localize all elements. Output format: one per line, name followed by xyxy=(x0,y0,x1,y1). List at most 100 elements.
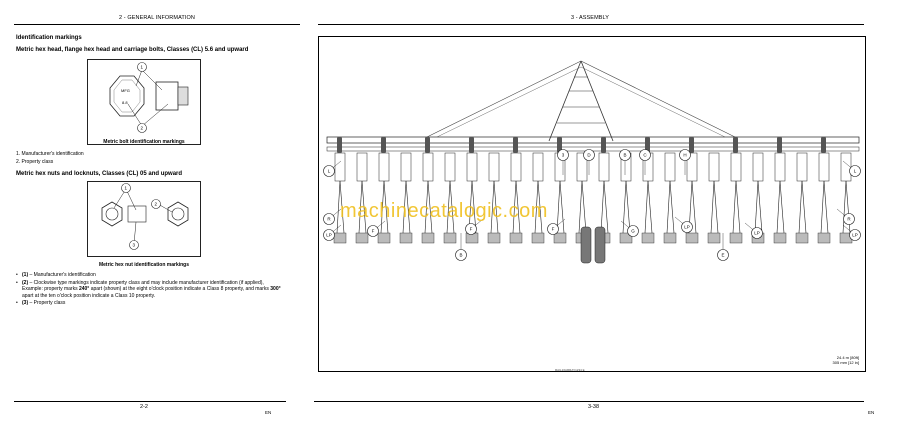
callout-bubble xyxy=(639,149,651,161)
row-unit xyxy=(509,152,523,244)
callout-label: F xyxy=(552,227,555,232)
item-emphasis: 240° xyxy=(78,286,90,293)
nut-figure-caption: Metric hex nut identification markings xyxy=(98,262,189,268)
callout-bubble xyxy=(717,249,729,261)
callout-label: 3 xyxy=(562,153,565,158)
header-rule xyxy=(318,24,864,25)
row-unit xyxy=(465,152,479,244)
callout-label: B xyxy=(623,153,626,158)
callout-bubble xyxy=(751,227,763,239)
gauge-wheel xyxy=(689,137,694,153)
callout-bubble xyxy=(681,221,693,233)
callout-label: F xyxy=(372,229,375,234)
row-unit xyxy=(399,152,413,244)
item-number: (1) xyxy=(22,272,29,278)
item-text: – Clockwise type markings indicate prope… xyxy=(22,279,264,293)
nut-bullet-list: • (1) – Manufacturer's identification • … xyxy=(16,272,286,308)
callout-bubble xyxy=(547,223,559,235)
callout-label: F xyxy=(470,227,473,232)
bolt-heading: Metric hex head, flange hex head and car… xyxy=(16,47,249,53)
left-page-header: 2 - GENERAL INFORMATION xyxy=(119,15,195,21)
gauge-wheel xyxy=(381,137,386,153)
nut-figure: 1 2 3 xyxy=(87,181,201,257)
bolt-mfg-mark: MFG xyxy=(121,88,130,93)
gauge-wheel xyxy=(557,137,562,153)
row-unit xyxy=(355,152,369,244)
gauge-wheel xyxy=(513,137,518,153)
item-number: (2) xyxy=(22,279,29,286)
list-item: 2. Property class xyxy=(16,158,54,165)
scale-legend: 24.4 m [80ft] 305 mm [12 in] xyxy=(833,355,859,365)
watermark: machinecatalogic.com xyxy=(340,200,548,222)
callout-label: L xyxy=(328,169,331,174)
callout-label: LP xyxy=(684,225,690,230)
callout-label: LP xyxy=(326,233,332,238)
callout-label: R xyxy=(847,217,851,222)
gauge-wheel xyxy=(469,137,474,153)
callout-label: R xyxy=(327,217,331,222)
callout-label: LP xyxy=(754,231,760,236)
gauge-wheel xyxy=(733,137,738,153)
row-unit xyxy=(641,152,655,244)
row-unit xyxy=(377,152,391,244)
callout-label: B xyxy=(459,253,462,258)
row-unit xyxy=(663,152,677,244)
callout-bubble xyxy=(849,229,861,241)
row-unit xyxy=(773,152,787,244)
callout-label: H xyxy=(683,153,686,158)
gauge-wheel xyxy=(777,137,782,153)
list-item: 1. Manufacturer's identification xyxy=(16,151,84,157)
callout-bubble xyxy=(465,223,477,235)
callout-bubble xyxy=(367,225,379,237)
bolt-figure-caption: Metric bolt identification markings xyxy=(103,139,185,145)
item-emphasis: 300° xyxy=(270,286,281,293)
bullet-dot: • xyxy=(16,300,18,307)
callout-bubble xyxy=(627,225,639,237)
left-page-number: 2-2 xyxy=(140,404,148,410)
item-text: – Manufacturer's identification xyxy=(28,272,96,278)
callout-bubble xyxy=(843,213,855,225)
callout-bubble xyxy=(679,149,691,161)
callout-label: D xyxy=(587,153,591,158)
header-rule xyxy=(14,24,300,25)
nut-callout-3: 3 xyxy=(133,243,136,248)
right-language-code: EN xyxy=(868,410,875,415)
item-text: apart (shown) at the eight o'clock posit… xyxy=(89,286,271,293)
row-unit xyxy=(707,152,721,244)
footer-rule xyxy=(14,401,286,402)
callout-label: E xyxy=(721,253,724,258)
figure-reference: RAIL16ARRAY1234 E xyxy=(555,368,585,372)
nut-callout-2: 2 xyxy=(155,202,158,207)
row-unit xyxy=(443,152,457,244)
gauge-wheel xyxy=(601,137,606,153)
row-unit xyxy=(795,152,809,244)
callout-bubble xyxy=(323,165,335,177)
row-unit xyxy=(729,152,743,244)
footer-rule xyxy=(314,401,864,402)
callout-bubble xyxy=(455,249,467,261)
gauge-wheel xyxy=(645,137,650,153)
row-unit xyxy=(531,152,545,244)
list-item: • (2) – Clockwise type markings indicate… xyxy=(16,280,286,300)
legend-line: 24.4 m [80ft] xyxy=(836,355,859,360)
section-title: Identification markings xyxy=(16,35,82,41)
planter-row-units xyxy=(333,137,853,244)
bullet-dot: • xyxy=(16,272,18,278)
row-unit xyxy=(839,152,853,244)
bolt-callout-2: 2 xyxy=(141,126,144,131)
nut-heading: Metric hex nuts and locknuts, Classes (C… xyxy=(16,171,183,177)
bolt-legend-list: 1. Manufacturer's identification 2. Prop… xyxy=(16,151,84,166)
item-text: apart at the ten o'clock position indica… xyxy=(22,292,156,299)
callout-label: C xyxy=(643,153,647,158)
item-number: (3) xyxy=(22,300,29,307)
item-text: – Property class xyxy=(28,300,66,307)
bolt-class-mark: 8.8 xyxy=(122,100,128,105)
right-page-header: 3 - ASSEMBLY xyxy=(570,15,610,21)
left-language-code: EN xyxy=(265,410,272,415)
callout-bubble xyxy=(557,149,569,161)
bolt-drawing: MFG 8.8 1 2 xyxy=(109,62,189,133)
bolt-callout-1: 1 xyxy=(141,65,144,70)
